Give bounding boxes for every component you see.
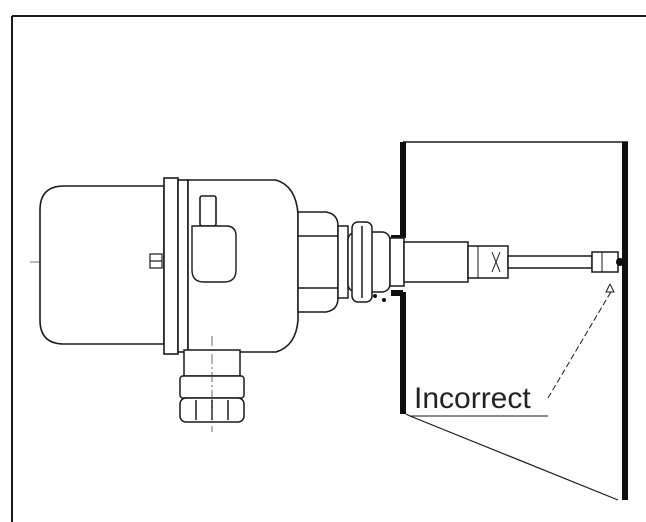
housing-latch	[191, 225, 237, 283]
probe	[403, 241, 619, 283]
sensor-housing	[39, 177, 299, 355]
probe-shaft	[403, 241, 469, 283]
adapter	[389, 237, 405, 287]
contact-point	[616, 258, 624, 266]
housing-band	[163, 177, 179, 355]
callout-leaders	[410, 283, 615, 417]
frame-border	[11, 15, 646, 522]
probe-tip	[591, 251, 619, 273]
housing-band-inner	[177, 179, 189, 353]
vessel-left-wall-upper	[400, 142, 406, 238]
incorrect-label: Incorrect	[414, 382, 531, 415]
process-connection	[347, 221, 405, 303]
probe-hex	[467, 245, 509, 279]
vessel	[357, 141, 628, 501]
vessel-cut-line	[405, 413, 619, 501]
housing-lug	[199, 195, 217, 227]
vessel-left-wall-lower	[400, 292, 406, 414]
housing-cover	[39, 185, 165, 345]
cover-screw	[149, 253, 163, 269]
vessel-right-wall	[622, 142, 628, 500]
neck-hex	[297, 211, 349, 313]
probe-tip-rod	[507, 255, 593, 269]
